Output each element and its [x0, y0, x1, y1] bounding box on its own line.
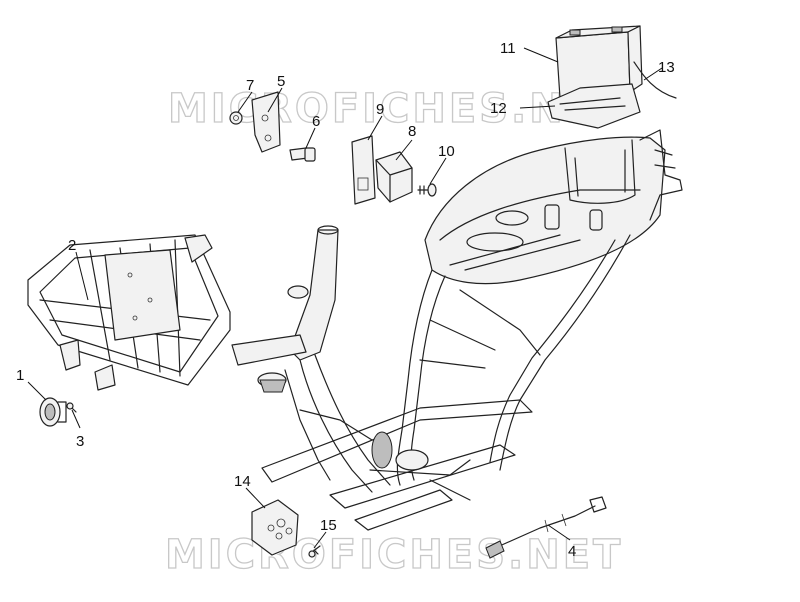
- callout-7: 7: [246, 77, 254, 94]
- watermark-bottom: MICROFICHES.NET: [165, 532, 623, 578]
- vent-tube: [633, 61, 677, 99]
- callout-13: 13: [658, 59, 675, 76]
- scooter-frame: [231, 129, 683, 531]
- connector-bracket: [251, 499, 299, 556]
- sensor-cable: [485, 496, 607, 559]
- relay: [375, 151, 413, 203]
- horn: [39, 397, 67, 427]
- callout-14: 14: [234, 473, 251, 490]
- callout-labels: 1 2 3 4 5 6 7 8 9 10 11 12 13 14 15: [16, 40, 675, 560]
- callout-6: 6: [312, 113, 320, 130]
- horn-bolt: [66, 402, 77, 413]
- connector-screw: [308, 545, 321, 558]
- callout-8: 8: [408, 123, 416, 140]
- battery-tray: [547, 83, 641, 129]
- callout-3: 3: [76, 433, 84, 450]
- callout-2: 2: [68, 237, 76, 254]
- leader-lines: [27, 47, 663, 549]
- callout-1: 1: [16, 367, 24, 384]
- callout-12: 12: [490, 100, 507, 117]
- relay-screw: [417, 183, 437, 197]
- watermark-top: MICROFICHES.NET: [168, 86, 626, 132]
- callout-4: 4: [568, 543, 576, 560]
- front-luggage-rack: [27, 234, 231, 391]
- callout-15: 15: [320, 517, 337, 534]
- callout-9: 9: [376, 101, 384, 118]
- callout-5: 5: [277, 73, 285, 90]
- callout-10: 10: [438, 143, 455, 160]
- relay-bracket: [351, 135, 376, 205]
- callout-11: 11: [500, 40, 516, 57]
- bracket: [251, 91, 281, 153]
- nut: [229, 111, 243, 125]
- screw: [289, 147, 316, 162]
